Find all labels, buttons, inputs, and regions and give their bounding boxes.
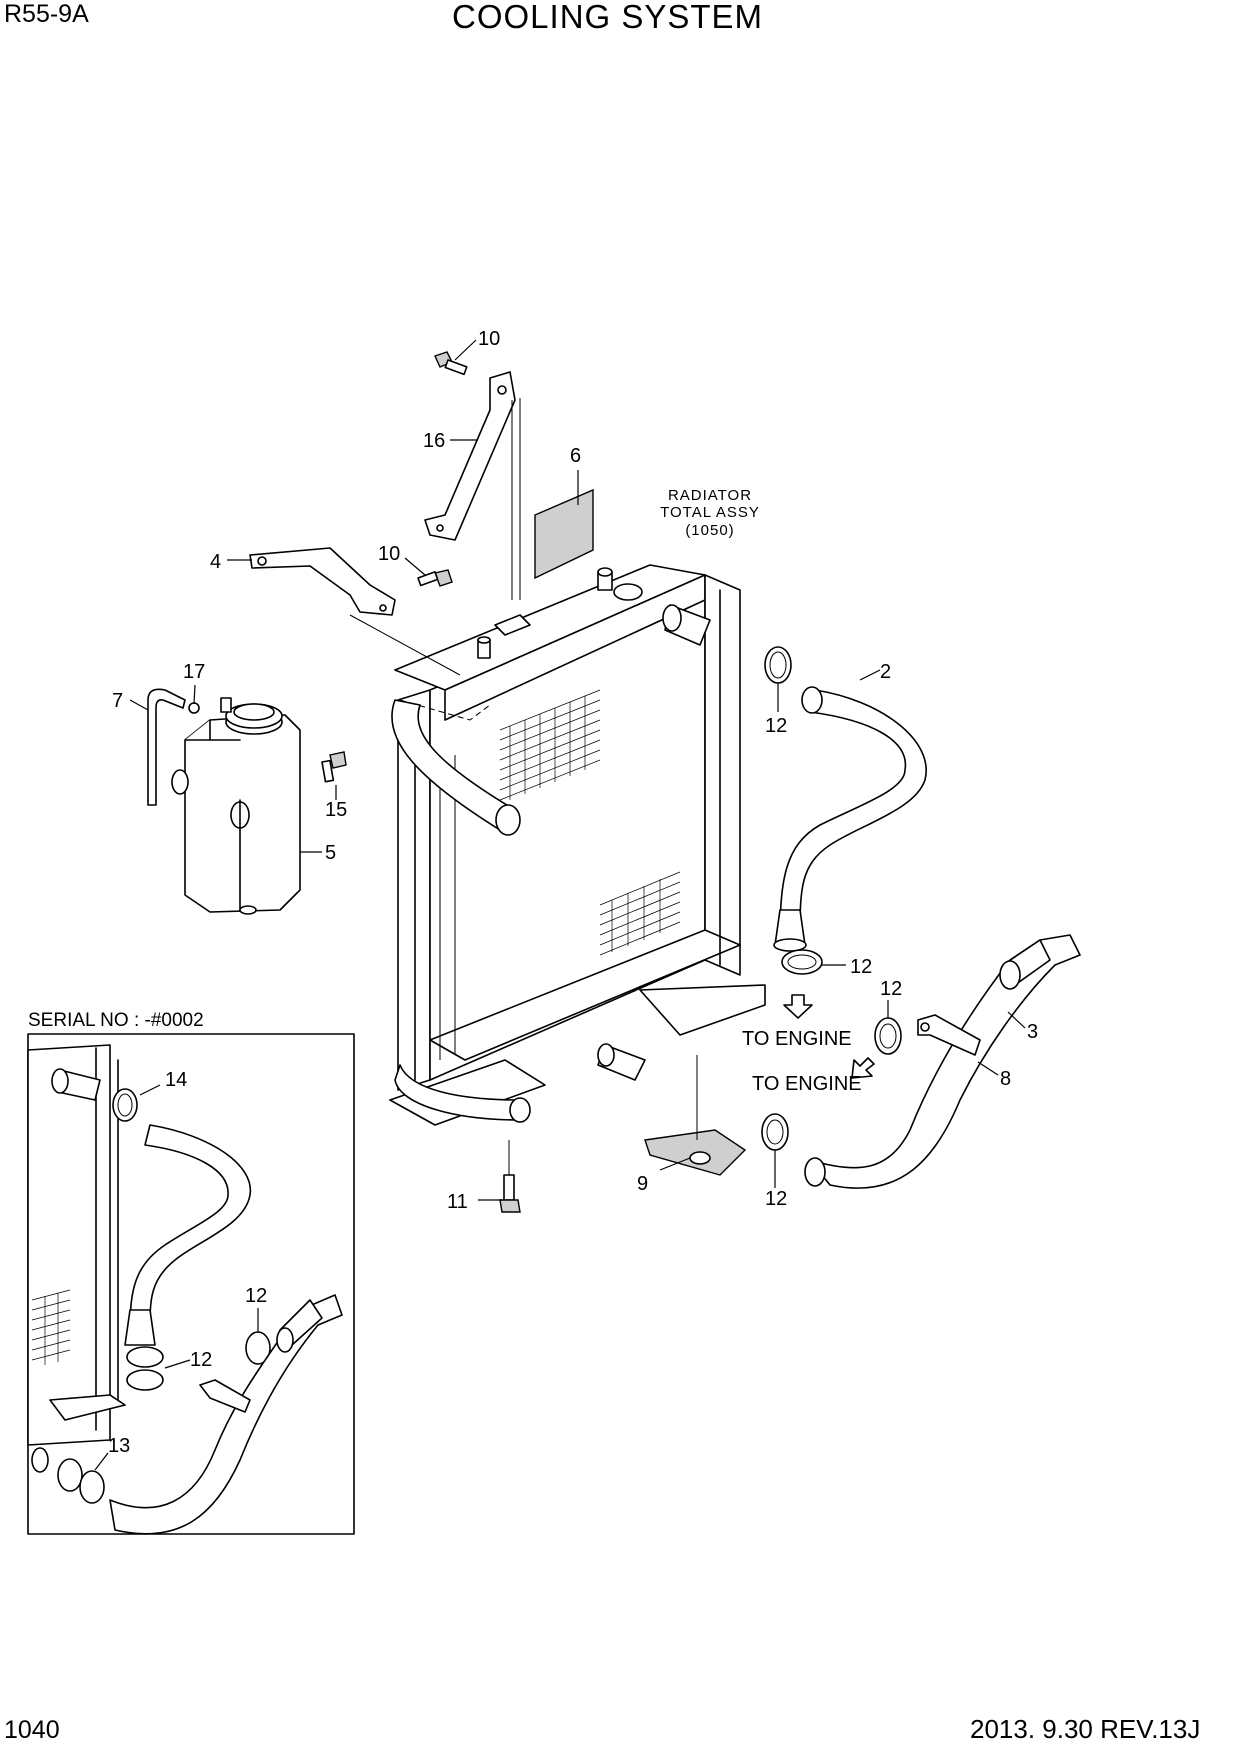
part-6-seal xyxy=(534,488,594,580)
callout-6: 6 xyxy=(570,445,581,467)
part-5-reservoir-tank xyxy=(171,697,301,915)
part-12-clamp-lower xyxy=(761,1113,789,1151)
part-10-bolt-mid xyxy=(417,569,453,587)
part-8-band xyxy=(917,1014,981,1056)
radiator-label-line3: (1050) xyxy=(685,522,734,539)
part-16-bracket xyxy=(424,371,521,600)
callout-12-mid: 12 xyxy=(850,956,872,978)
inset-callout-12-top: 12 xyxy=(245,1285,267,1307)
core-mesh-lower xyxy=(599,871,681,956)
part-11-bolt xyxy=(499,1140,521,1213)
callout-3: 3 xyxy=(1027,1021,1038,1043)
inset-callout-14: 14 xyxy=(165,1069,187,1091)
flow-arrow-diag xyxy=(851,1057,875,1079)
radiator-assembly xyxy=(389,564,766,1126)
to-engine-label-1: TO ENGINE xyxy=(742,1028,852,1050)
page-title: COOLING SYSTEM xyxy=(452,0,764,35)
part-2-upper-hose xyxy=(773,686,927,952)
part-3-lower-hose xyxy=(804,934,1081,1189)
callout-12-right: 12 xyxy=(880,978,902,1000)
callout-12-lower: 12 xyxy=(765,1188,787,1210)
inset-callout-12-pair: 12 xyxy=(190,1349,212,1371)
revision-date: 2013. 9.30 REV.13J xyxy=(970,1714,1201,1744)
callout-17: 17 xyxy=(183,661,205,683)
callout-9: 9 xyxy=(637,1173,648,1195)
callout-10-mid: 10 xyxy=(378,543,400,565)
callout-8: 8 xyxy=(1000,1068,1011,1090)
core-mesh-upper xyxy=(499,689,601,801)
model-number: R55-9A xyxy=(4,0,89,28)
flow-arrow-down xyxy=(783,994,813,1019)
part-4-stay xyxy=(249,547,396,616)
part-12-clamp-right xyxy=(874,1017,902,1055)
radiator-label-line2: TOTAL ASSY xyxy=(660,504,760,521)
part-12-clamp-mid xyxy=(781,949,823,975)
callout-11: 11 xyxy=(447,1191,468,1213)
part-15-bolt xyxy=(321,751,347,783)
page-number: 1040 xyxy=(4,1716,60,1744)
inset-callout-13: 13 xyxy=(108,1435,130,1457)
callout-16: 16 xyxy=(423,430,445,452)
part-12-clamp-upper xyxy=(764,646,792,684)
radiator-label-line1: RADIATOR xyxy=(668,487,752,504)
part-17-clip xyxy=(188,702,200,714)
callout-2: 2 xyxy=(880,661,891,683)
inset-detail xyxy=(27,1044,343,1535)
callout-7: 7 xyxy=(112,690,123,712)
part-9-plate xyxy=(644,1055,747,1176)
inset-title: SERIAL NO : -#0002 xyxy=(28,1010,204,1031)
callout-5: 5 xyxy=(325,842,336,864)
callout-15: 15 xyxy=(325,799,347,821)
callout-4: 4 xyxy=(210,551,221,573)
part-10-bolt-top xyxy=(434,351,468,376)
callout-10-top: 10 xyxy=(478,328,500,350)
callout-12-upper: 12 xyxy=(765,715,787,737)
part-7-hose xyxy=(147,688,186,806)
to-engine-label-2: TO ENGINE xyxy=(752,1073,862,1095)
